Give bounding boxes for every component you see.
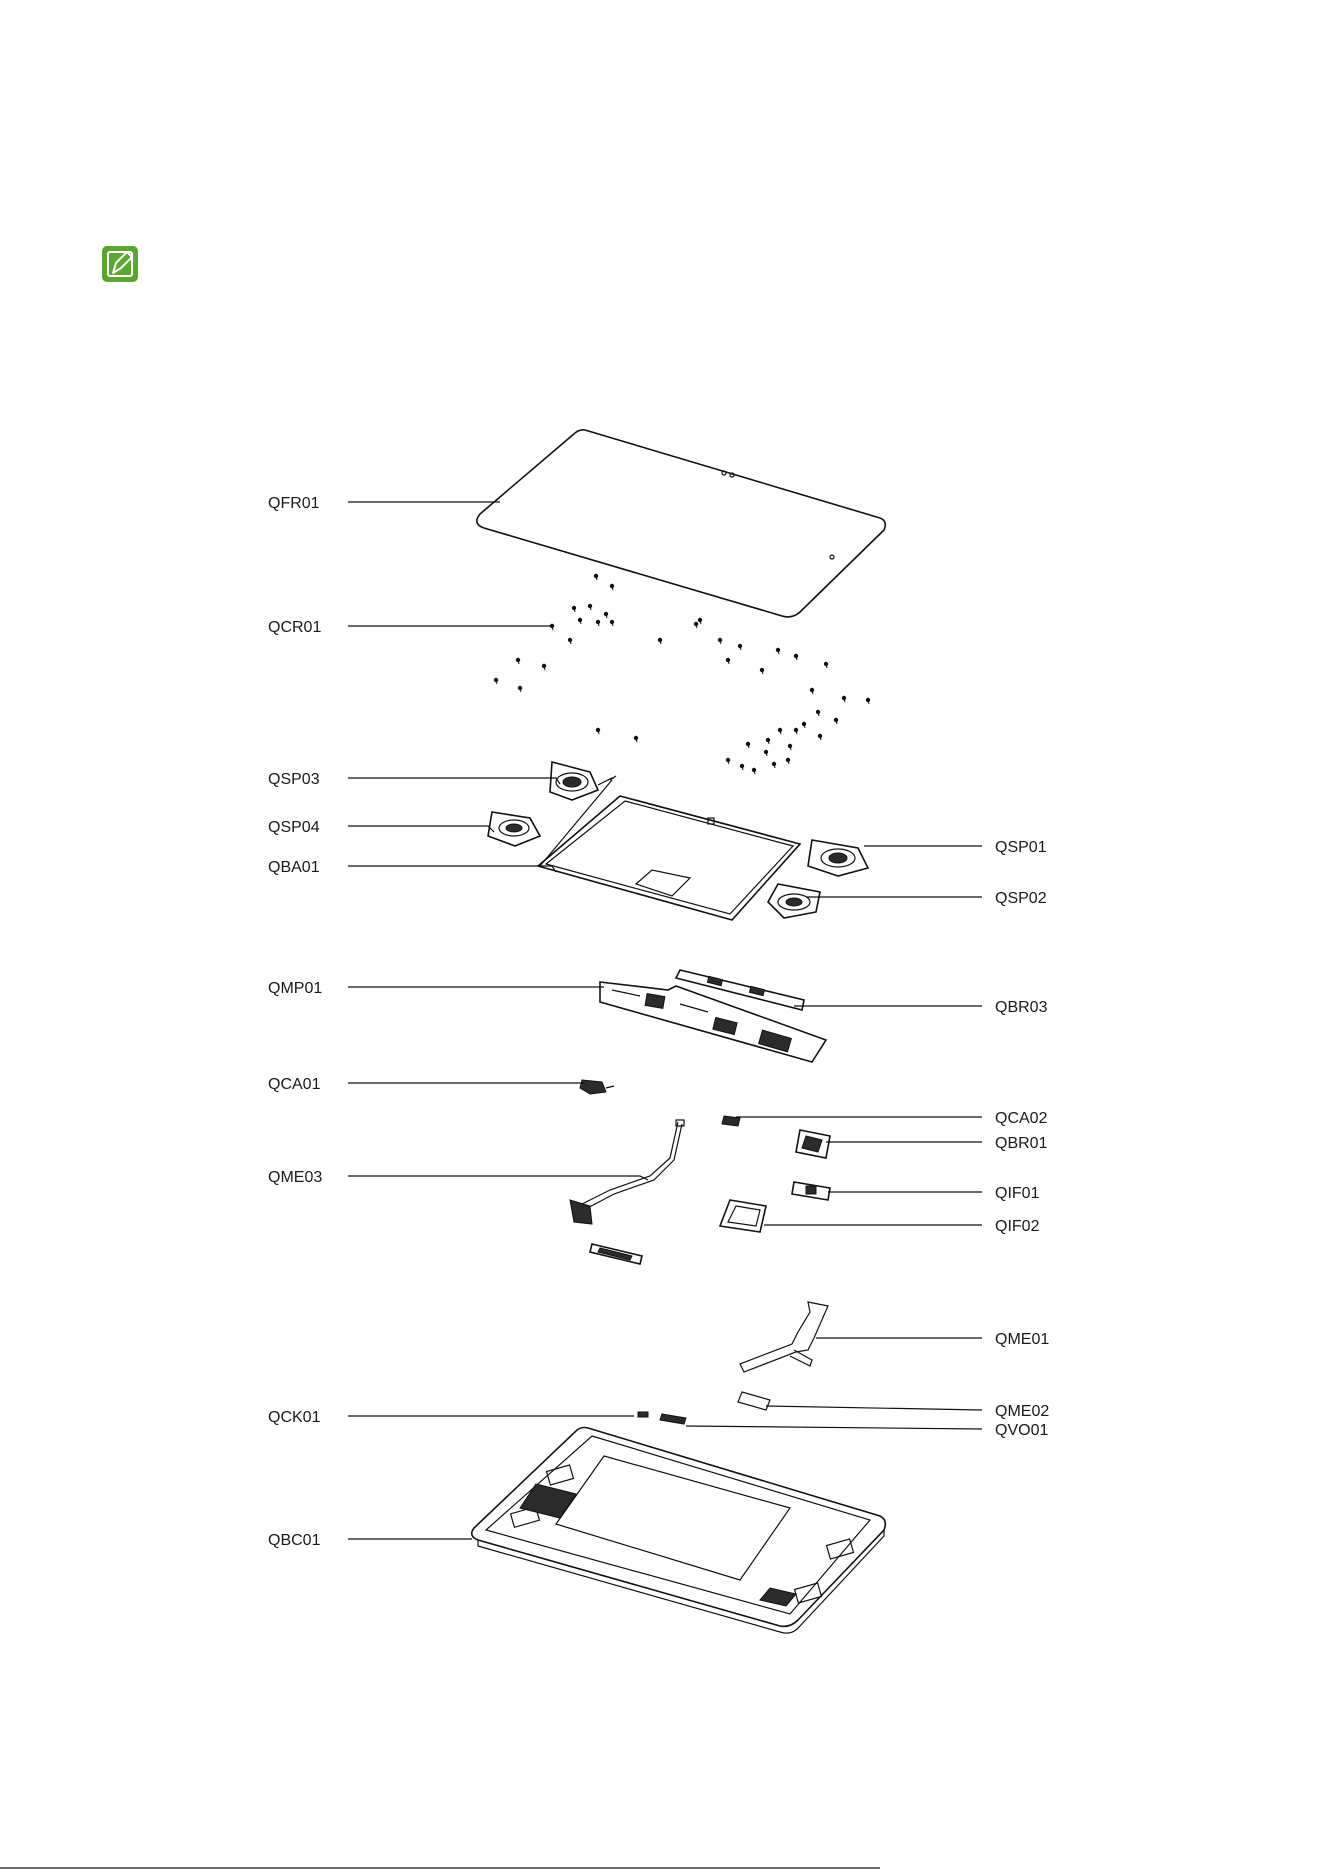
label-qcr01: QCR01 [268,619,321,636]
label-qmp01: QMP01 [268,980,322,997]
part-qcr01-screws [494,574,870,774]
label-qca01: QCA01 [268,1076,321,1093]
label-qme03: QME03 [268,1169,322,1186]
label-qbr01: QBR01 [995,1135,1048,1152]
label-qfr01: QFR01 [268,495,320,512]
part-qme03-lower-bracket [590,1244,642,1264]
part-qif02-interface [720,1200,766,1232]
label-qck01: QCK01 [268,1409,321,1426]
label-qif02: QIF02 [995,1218,1040,1235]
part-qme02 [738,1392,770,1410]
part-qme03-flex-cable [570,1120,684,1224]
part-qsp01-speaker [808,840,868,876]
part-qme01-flex-cable [740,1302,828,1372]
label-qba01: QBA01 [268,859,320,876]
label-qbc01: QBC01 [268,1532,321,1549]
part-qsp02-speaker [768,884,820,918]
label-qsp01: QSP01 [995,839,1047,856]
label-qsp02: QSP02 [995,890,1047,907]
part-qbr01-bracket [796,1130,830,1158]
label-qbr03: QBR03 [995,999,1048,1016]
part-qmp01-main-board [600,982,826,1062]
part-qbc01-back-cover [472,1428,886,1634]
label-qme01: QME01 [995,1331,1049,1348]
label-qca02: QCA02 [995,1110,1048,1127]
label-qvo01: QVO01 [995,1422,1048,1439]
part-qsp03-speaker [550,762,614,800]
note-pencil-icon [102,246,138,282]
label-qsp04: QSP04 [268,819,320,836]
part-qif01-interface [792,1182,830,1200]
label-qsp03: QSP03 [268,771,320,788]
part-qsp04-speaker [488,812,540,846]
part-qck01 [638,1412,648,1417]
label-qme02: QME02 [995,1403,1049,1420]
label-qif01: QIF01 [995,1185,1040,1202]
part-qvo01 [660,1414,686,1424]
part-qfr01-front-panel [477,430,886,617]
part-qca01-camera [580,1080,614,1094]
